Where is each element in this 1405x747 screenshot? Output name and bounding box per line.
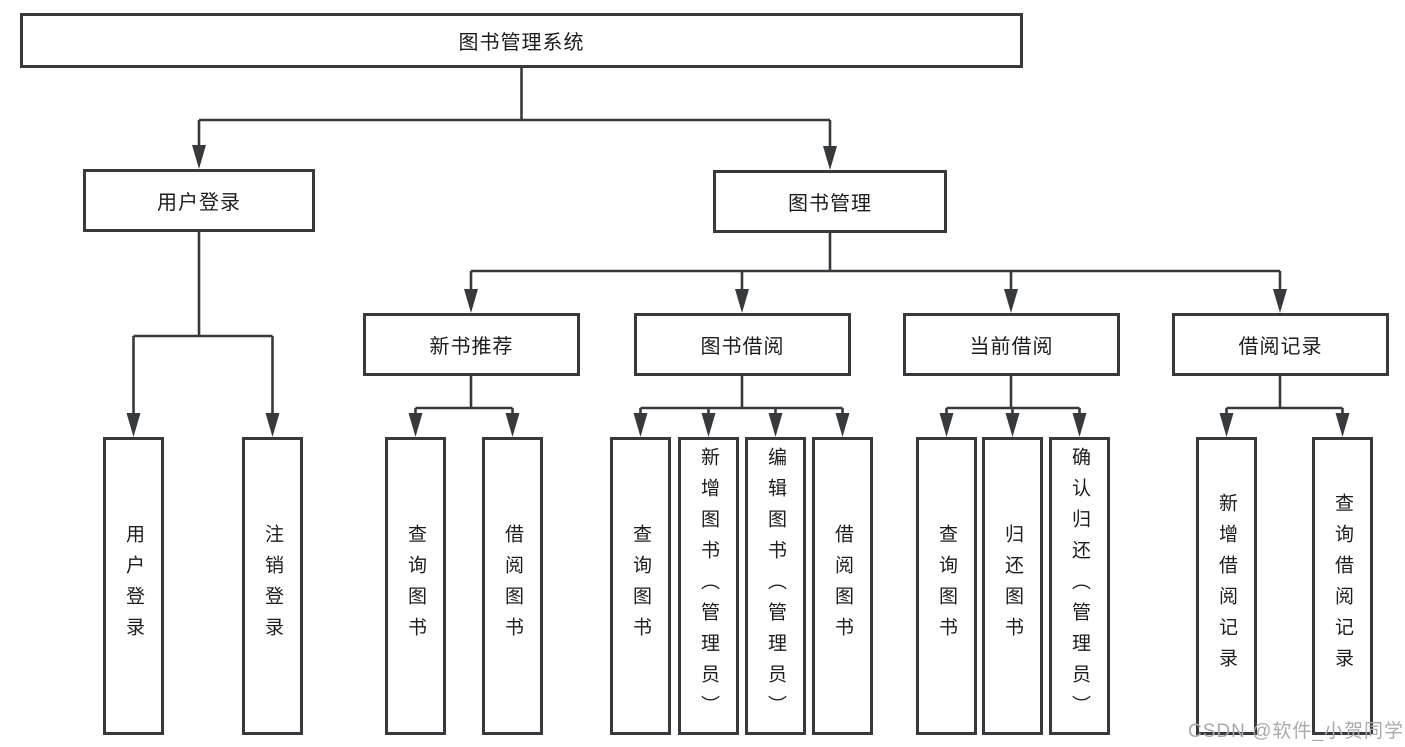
leaf-query-borrow-record-label: 查询借阅记录	[1332, 493, 1353, 679]
connector-root-split	[197, 68, 832, 149]
connector-borrow-split	[639, 376, 844, 416]
leaf-add-book-admin-label: 新增图书（管理员）	[698, 446, 719, 726]
leaf-borrow-books-recommend-label: 借阅图书	[502, 524, 523, 648]
node-borrow-records-label: 借阅记录	[1238, 336, 1323, 358]
node-book-borrow-label: 图书借阅	[700, 336, 785, 358]
leaf-add-book-admin: 新增图书（管理员）	[678, 437, 739, 735]
leaf-query-books-recommend-label: 查询图书	[405, 524, 426, 648]
leaf-return-book-label: 归还图书	[1002, 524, 1023, 648]
connector-login-split	[132, 232, 274, 416]
leaf-user-login: 用户登录	[103, 437, 164, 735]
leaf-query-books-current-label: 查询图书	[936, 524, 957, 648]
node-new-book-recommend-label: 新书推荐	[429, 336, 514, 358]
node-borrow-records: 借阅记录	[1172, 313, 1389, 376]
leaf-query-books-borrow: 查询图书	[610, 437, 671, 735]
leaf-query-books-borrow-label: 查询图书	[630, 524, 651, 648]
root-node-label: 图书管理系统	[458, 32, 585, 54]
leaf-logout-label: 注销登录	[262, 524, 283, 648]
node-current-borrow-label: 当前借阅	[969, 336, 1054, 358]
node-new-book-recommend: 新书推荐	[363, 313, 580, 376]
leaf-borrow-books: 借阅图书	[812, 437, 873, 735]
csdn-watermark: CSDN @软件_小贺同学	[1188, 721, 1404, 742]
leaf-edit-book-admin-label: 编辑图书（管理员）	[765, 446, 786, 726]
leaf-query-borrow-record: 查询借阅记录	[1312, 437, 1373, 735]
node-user-login: 用户登录	[83, 169, 315, 232]
leaf-query-books-current: 查询图书	[916, 437, 977, 735]
root-node-library-system: 图书管理系统	[20, 13, 1023, 68]
leaf-add-borrow-record-label: 新增借阅记录	[1216, 493, 1237, 679]
leaf-add-borrow-record: 新增借阅记录	[1196, 437, 1257, 735]
connector-current-split	[945, 376, 1081, 416]
node-book-management: 图书管理	[713, 170, 947, 233]
leaf-confirm-return-admin: 确认归还（管理员）	[1049, 437, 1110, 735]
leaf-return-book: 归还图书	[982, 437, 1043, 735]
leaf-logout: 注销登录	[242, 437, 303, 735]
node-user-login-label: 用户登录	[157, 192, 241, 214]
connector-record-split	[1225, 376, 1344, 416]
node-book-borrow: 图书借阅	[634, 313, 851, 376]
leaf-confirm-return-admin-label: 确认归还（管理员）	[1069, 446, 1090, 726]
leaf-borrow-books-label: 借阅图书	[832, 524, 853, 648]
leaf-edit-book-admin: 编辑图书（管理员）	[745, 437, 806, 735]
leaf-borrow-books-recommend: 借阅图书	[482, 437, 543, 735]
node-book-management-label: 图书管理	[788, 193, 872, 215]
connector-mgmt-split	[469, 233, 1282, 292]
connector-newrec-split	[414, 376, 514, 416]
leaf-user-login-label: 用户登录	[123, 524, 144, 648]
leaf-query-books-recommend: 查询图书	[385, 437, 446, 735]
node-current-borrow: 当前借阅	[903, 313, 1120, 376]
